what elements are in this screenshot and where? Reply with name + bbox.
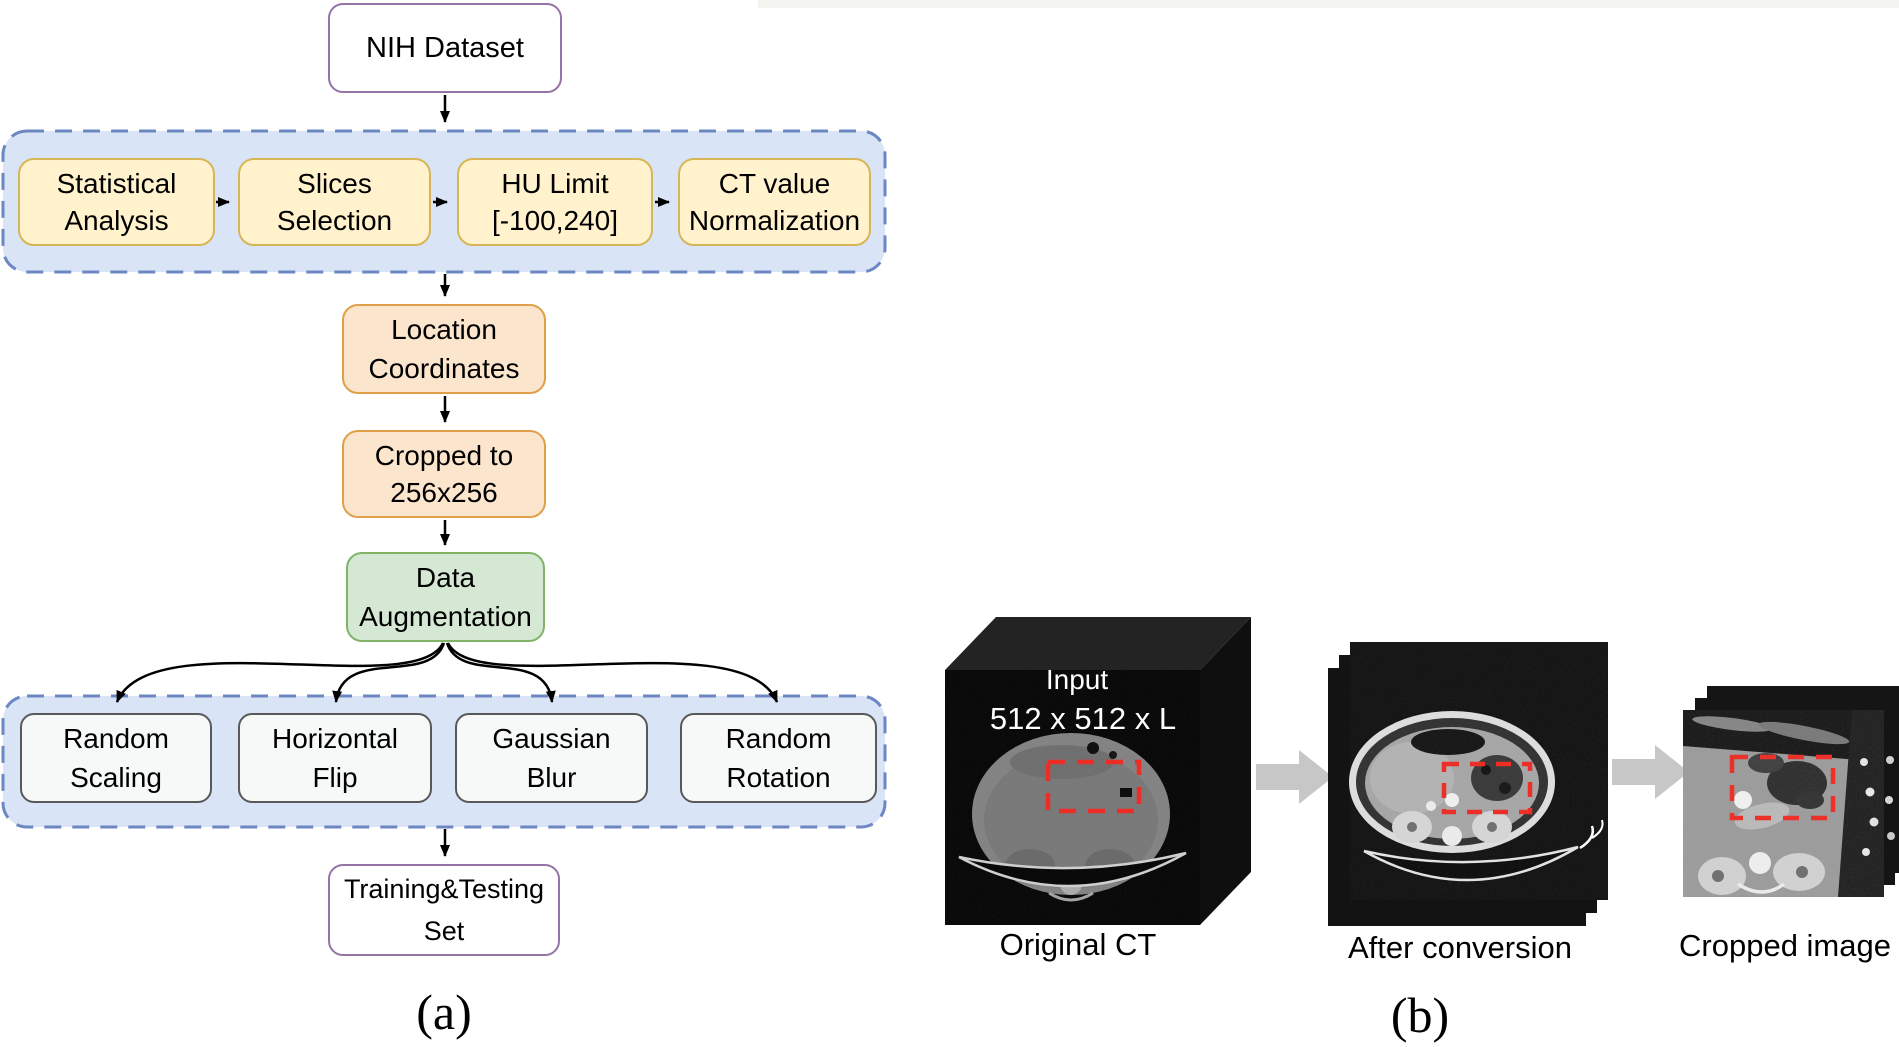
- panel-a-label: (a): [416, 984, 472, 1040]
- arrow-to-random-scaling: [115, 642, 445, 703]
- method-box-gaussian-blur: Gaussian Blur: [455, 713, 648, 803]
- method3-line1: Gaussian: [492, 723, 611, 754]
- step2-line1: Slices: [297, 168, 372, 199]
- cube-size-label: 512 x 512 x L: [989, 701, 1177, 736]
- cropped-to-256-box: Cropped to 256x256: [342, 430, 546, 518]
- method-box-random-scaling: Random Scaling: [20, 713, 212, 803]
- step-box-hu-limit: HU Limit [-100,240]: [457, 158, 653, 246]
- method2-line1: Horizontal: [271, 723, 399, 754]
- step4-line1: CT value: [718, 168, 831, 199]
- location-line2: Coordinates: [368, 352, 520, 384]
- caption-original-ct: Original CT: [999, 927, 1157, 962]
- block-arrow-1: [1256, 750, 1333, 804]
- method1-line2: Scaling: [70, 761, 162, 793]
- location-coordinates-box: Location Coordinates: [342, 304, 546, 394]
- method4-line2: Rotation: [726, 761, 831, 793]
- cropped-image-stack: [1683, 686, 1899, 897]
- panel-b-label: (b): [1390, 987, 1450, 1043]
- step-box-ct-normalization: CT value Normalization: [678, 158, 871, 246]
- method3-line2: Blur: [526, 761, 577, 793]
- method-box-horizontal-flip: Horizontal Flip: [238, 713, 432, 803]
- crop-line1: Cropped to: [374, 440, 514, 471]
- step1-line1: Statistical: [56, 168, 177, 199]
- output-line2: Set: [423, 915, 465, 946]
- original-ct-cube: [945, 617, 1251, 925]
- top-edge-artifact: [758, 0, 1899, 8]
- cube-input-label: Input: [1045, 664, 1109, 695]
- flow-arrows: [216, 95, 670, 857]
- method2-line2: Flip: [312, 761, 358, 793]
- arrow-to-random-rotation: [446, 642, 779, 703]
- augmentation-line2: Augmentation: [359, 600, 532, 632]
- location-line1: Location: [391, 314, 497, 345]
- method4-line1: Random: [725, 723, 832, 754]
- caption-cropped-image: Cropped image: [1679, 928, 1891, 963]
- cropped-ct-front: [1683, 710, 1884, 897]
- crop-line2: 256x256: [390, 476, 498, 508]
- step-box-statistical-analysis: Statistical Analysis: [18, 158, 215, 246]
- output-line1: Training&Testing: [343, 874, 545, 904]
- augmentation-line1: Data: [415, 562, 476, 593]
- arrow-to-horizontal-flip: [332, 642, 446, 703]
- data-augmentation-box: Data Augmentation: [346, 552, 545, 642]
- caption-after-conversion: After conversion: [1348, 930, 1572, 965]
- step1-line2: Analysis: [64, 204, 169, 236]
- step-box-slices-selection: Slices Selection: [238, 158, 431, 246]
- nih-dataset-label: NIH Dataset: [366, 31, 524, 64]
- method-box-random-rotation: Random Rotation: [680, 713, 877, 803]
- method1-line1: Random: [63, 723, 169, 754]
- augmentation-fan-arrows: [115, 642, 779, 703]
- nih-dataset-box: NIH Dataset: [328, 3, 562, 93]
- arrow-to-gaussian-blur: [445, 642, 556, 703]
- after-conversion-stack: [1328, 642, 1608, 926]
- training-testing-set-box: Training&Testing Set: [328, 864, 560, 956]
- step2-line2: Selection: [276, 204, 393, 236]
- step3-line2: [-100,240]: [491, 204, 619, 236]
- augmentation-container: [1, 694, 887, 829]
- block-arrow-2: [1612, 745, 1689, 799]
- step4-line2: Normalization: [688, 204, 861, 236]
- step3-line1: HU Limit: [501, 168, 609, 199]
